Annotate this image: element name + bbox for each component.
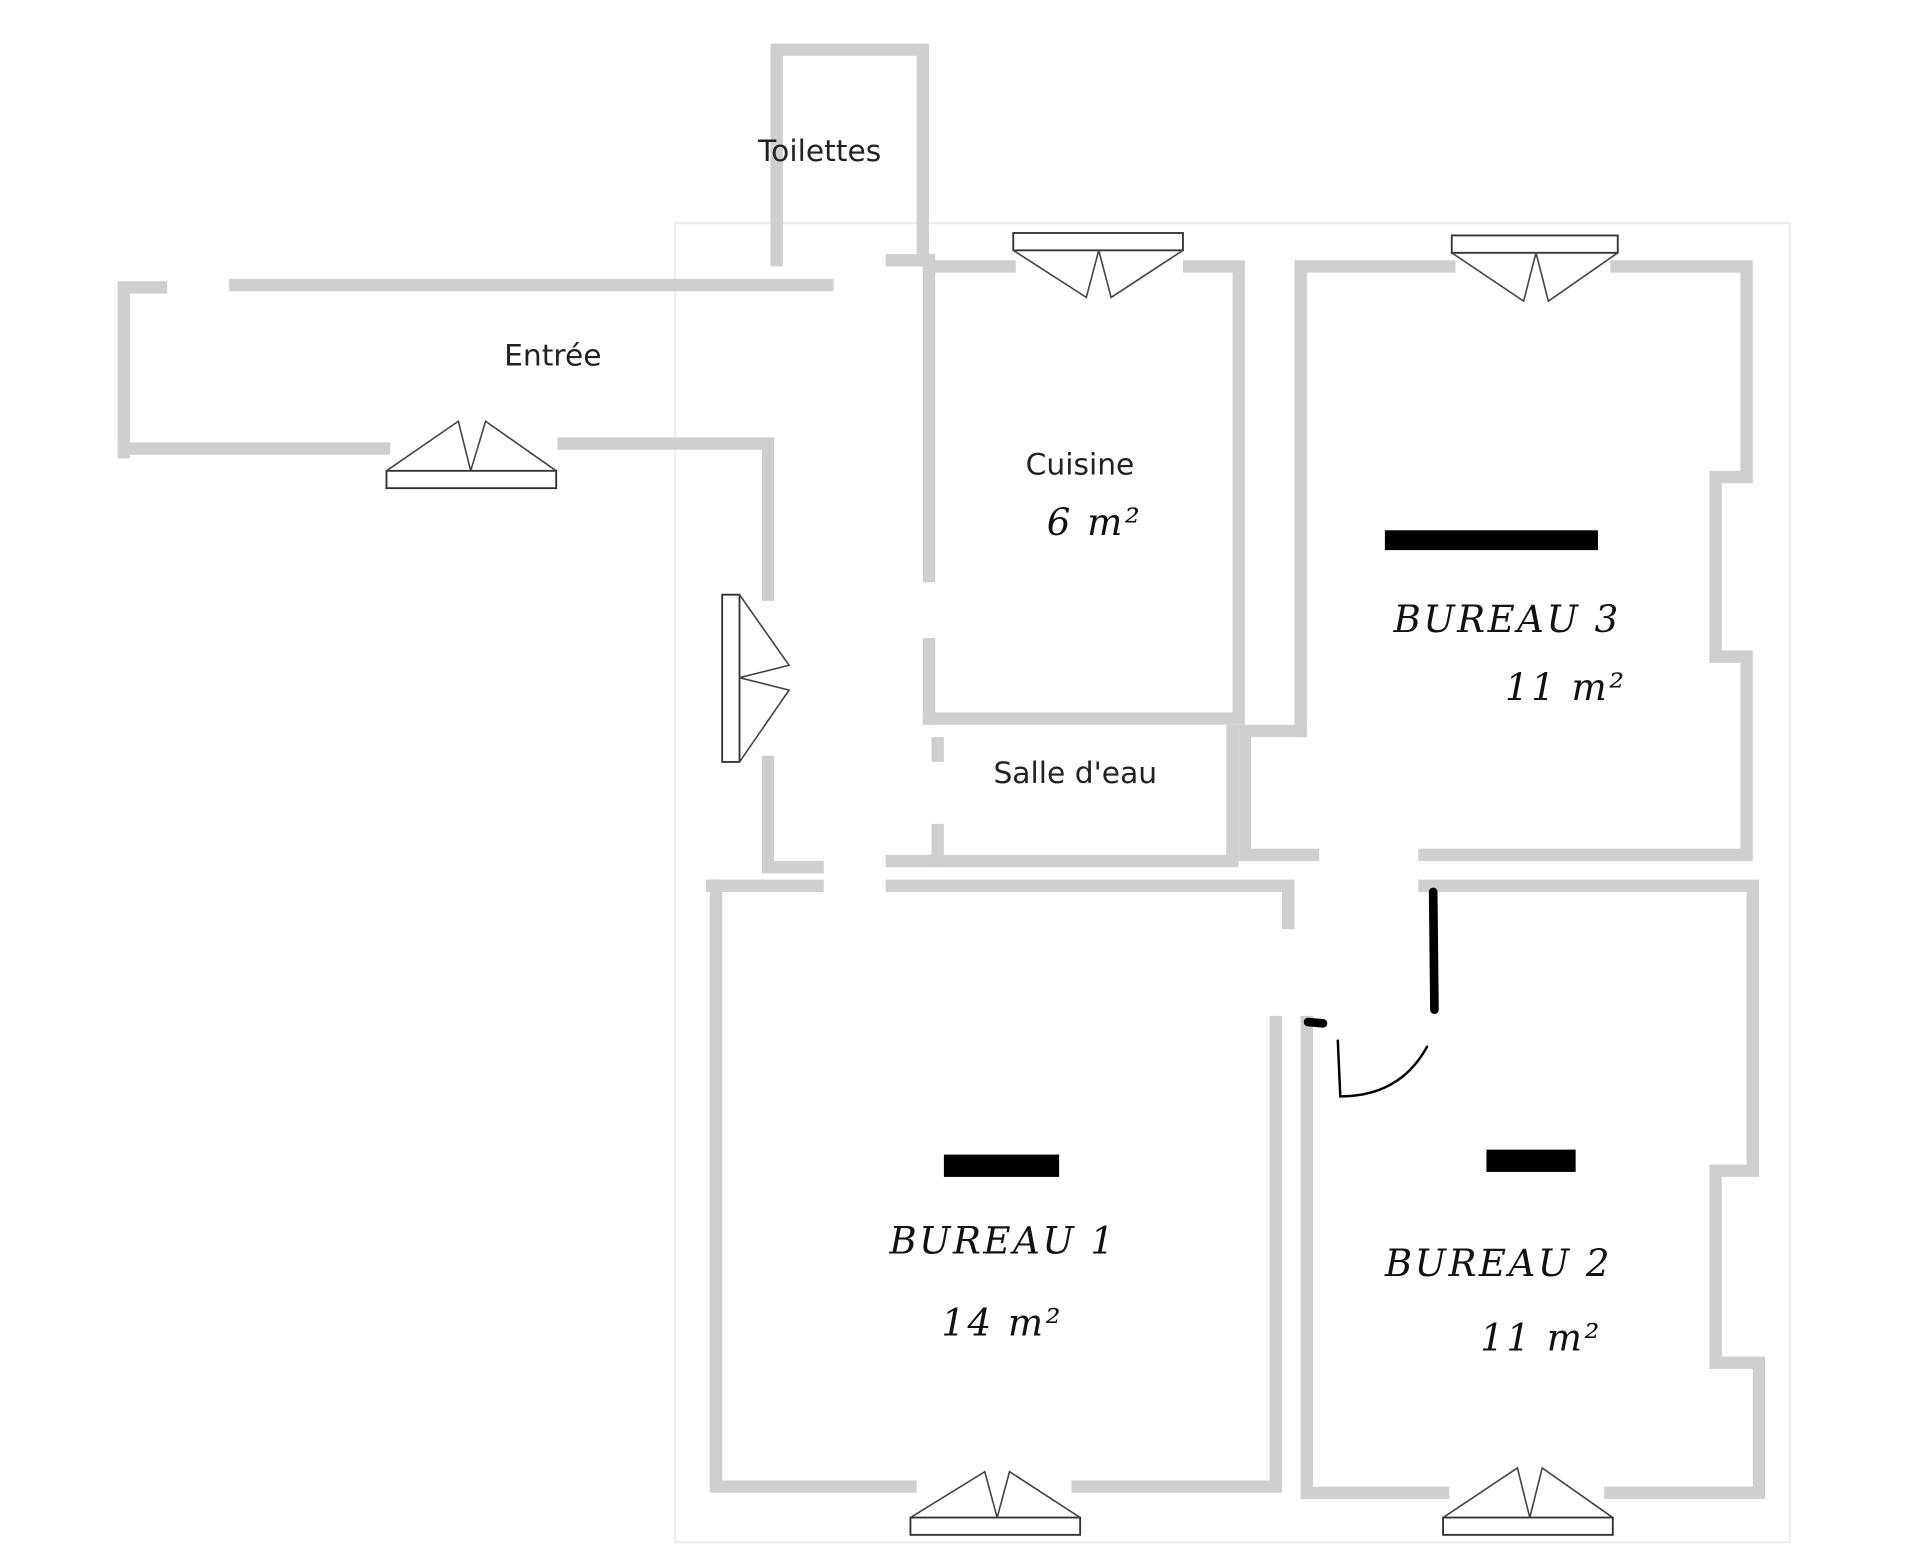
room-label-cuisine: Cuisine bbox=[1026, 448, 1135, 483]
plan-border bbox=[673, 221, 1792, 1544]
room-area-bureau1: 14 m² bbox=[941, 1301, 1063, 1344]
window-icon bbox=[1442, 1466, 1614, 1536]
room-label-toilettes: Toilettes bbox=[757, 134, 881, 169]
redacted-mark bbox=[1384, 530, 1598, 551]
window-icon bbox=[1450, 234, 1619, 303]
room-label-bureau3: BUREAU 3 bbox=[1393, 598, 1621, 641]
room-label-salle-eau: Salle d'eau bbox=[993, 756, 1157, 791]
room-area-bureau3: 11 m² bbox=[1505, 666, 1627, 709]
hand-drawn-door bbox=[1303, 887, 1439, 1098]
redacted-mark bbox=[1486, 1149, 1576, 1172]
room-label-entree: Entrée bbox=[504, 339, 601, 374]
window-icon bbox=[1012, 232, 1184, 299]
room-label-bureau2: BUREAU 2 bbox=[1384, 1242, 1612, 1285]
walls bbox=[117, 43, 1766, 1499]
room-area-cuisine: 6 m² bbox=[1047, 501, 1143, 544]
window-icon bbox=[385, 419, 558, 490]
window-icon bbox=[909, 1470, 1082, 1536]
room-label-bureau1: BUREAU 1 bbox=[888, 1220, 1116, 1263]
window-icon bbox=[721, 593, 791, 763]
redacted-mark bbox=[943, 1154, 1060, 1177]
room-area-bureau2: 11 m² bbox=[1480, 1316, 1602, 1359]
